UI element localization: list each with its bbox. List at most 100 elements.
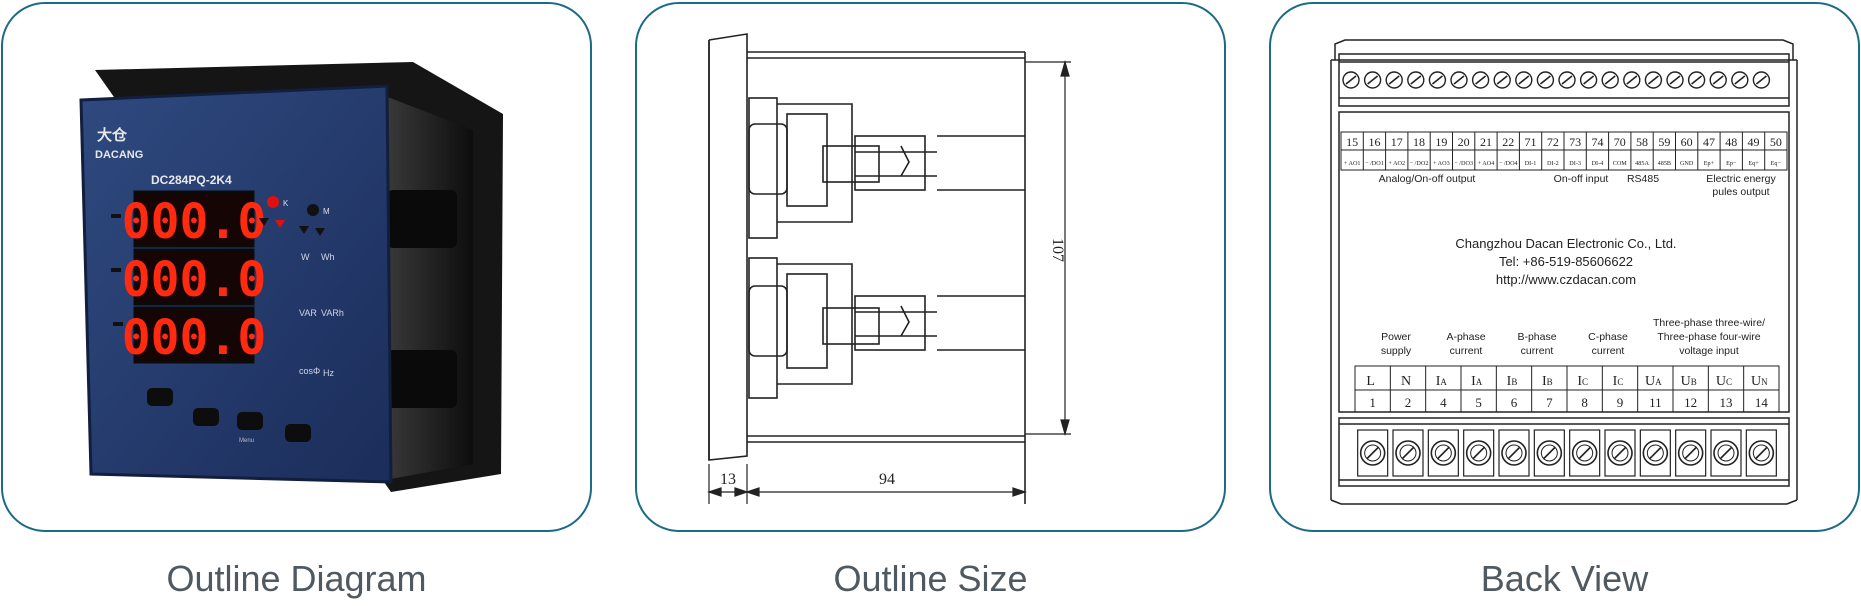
top-terminal-signal: DI-2 (1547, 160, 1559, 167)
bottom-terminal-signal: U (1751, 374, 1761, 389)
group-energy-label-2: pules output (1712, 186, 1769, 198)
bottom-terminal-subscript: A (1476, 377, 1483, 387)
bottom-terminal-number: 2 (1405, 395, 1412, 410)
key-button-4[interactable] (285, 424, 311, 442)
company-website: http://www.czdacan.com (1496, 272, 1636, 287)
bottom-terminal-number: 14 (1755, 395, 1769, 410)
display-row-3: 000.0 (122, 310, 267, 366)
bottom-terminal-number: 1 (1369, 395, 1376, 410)
c-phase-label-1: C-phase (1588, 331, 1628, 343)
bottom-terminal-subscript: N (1761, 377, 1768, 387)
bottom-terminal-subscript: B (1691, 377, 1697, 387)
caption-outline-size: Outline Size (833, 558, 1028, 599)
top-terminal-signal: − /DO1 (1365, 160, 1384, 167)
unit-wh: Wh (321, 252, 335, 262)
arrow-indicator-icon (315, 228, 325, 236)
svg-text:UN: UN (1751, 374, 1768, 389)
top-terminal-number: 72 (1547, 135, 1559, 149)
caption-back-view: Back View (1480, 558, 1649, 599)
top-terminal-signal: + AO4 (1478, 160, 1495, 167)
device-photo: 大仓 DACANG DC284PQ-2K4 000.0 000.0 000.0 … (79, 62, 503, 492)
arrow-indicator-icon (259, 218, 269, 226)
bottom-terminal-subscript: A (1440, 377, 1447, 387)
display-row-2: 000.0 (122, 252, 267, 308)
top-terminal-number: 16 (1368, 135, 1380, 149)
model-label: DC284PQ-2K4 (151, 173, 232, 187)
key-button-2[interactable] (193, 408, 219, 426)
bottom-terminal-signal: I (1471, 374, 1476, 389)
top-terminal-number: 22 (1502, 135, 1514, 149)
unit-hz: Hz (323, 368, 334, 378)
svg-text:UC: UC (1716, 374, 1732, 389)
top-terminal-signal: COM (1613, 160, 1628, 167)
k-indicator-icon (267, 196, 279, 208)
svg-text:IB: IB (1542, 374, 1553, 389)
top-terminal-signal: − /DO3 (1454, 160, 1473, 167)
a-phase-label-2: current (1450, 345, 1483, 357)
bottom-terminal-signal: L (1366, 374, 1375, 389)
top-terminal-number: 17 (1391, 135, 1403, 149)
top-terminal-number: 74 (1591, 135, 1603, 149)
outline-size-panel: 13 94 107 (635, 2, 1226, 532)
brand-en: DACANG (95, 149, 143, 161)
bottom-terminal-subscript: C (1582, 377, 1588, 387)
unit-w: W (301, 252, 310, 262)
group-analog-label: Analog/On-off output (1379, 173, 1476, 185)
height-dimension: 107 (1049, 238, 1066, 262)
menu-key-button[interactable] (237, 412, 263, 430)
m-indicator-label: M (323, 207, 330, 216)
display-row-1: 000.0 (122, 194, 267, 250)
key-button-1[interactable] (147, 388, 173, 406)
bottom-terminal-number: 12 (1684, 395, 1697, 410)
bottom-terminal-signal: U (1681, 374, 1691, 389)
top-terminal-number: 49 (1748, 135, 1760, 149)
svg-text:IA: IA (1436, 374, 1448, 389)
company-name: Changzhou Dacan Electronic Co., Ltd. (1455, 236, 1676, 251)
unit-cos: cosΦ (299, 366, 320, 376)
bottom-terminal-signal: I (1507, 374, 1512, 389)
svg-text:L: L (1366, 374, 1375, 389)
top-terminal-signal: + AO2 (1388, 160, 1405, 167)
bottom-terminal-number: 6 (1511, 395, 1518, 410)
top-terminal-number: 50 (1770, 135, 1782, 149)
voltage-label-1: Three-phase three-wire/ (1653, 317, 1765, 329)
bottom-terminal-signal: I (1436, 374, 1441, 389)
svg-text:IB: IB (1507, 374, 1518, 389)
bottom-terminal-number: 7 (1546, 395, 1553, 410)
company-tel: Tel: +86-519-85606622 (1499, 254, 1633, 269)
bottom-terminal-signal: I (1613, 374, 1618, 389)
top-terminal-signal: Eq− (1771, 160, 1782, 167)
arrow-indicator-icon (299, 226, 309, 234)
top-terminal-signal: 485A (1635, 160, 1649, 167)
svg-text:IC: IC (1613, 374, 1624, 389)
b-phase-label-2: current (1521, 345, 1554, 357)
svg-text:IC: IC (1577, 374, 1588, 389)
arrow-indicator-icon (275, 220, 285, 228)
top-terminal-signal: − /DO4 (1499, 160, 1518, 167)
outline-size-drawing: 13 94 107 (707, 33, 1071, 504)
brand-cn: 大仓 (97, 126, 128, 144)
front-thickness-dimension: 13 (720, 471, 736, 488)
k-indicator-label: K (283, 199, 289, 208)
top-terminal-signal: Ep− (1726, 160, 1737, 167)
group-energy-label-1: Electric energy (1706, 173, 1776, 185)
top-terminal-signal: DI-3 (1569, 160, 1581, 167)
power-label-2: supply (1381, 345, 1412, 357)
top-terminal-number: 58 (1636, 135, 1648, 149)
outline-diagram-panel: 大仓 DACANG DC284PQ-2K4 000.0 000.0 000.0 … (1, 2, 592, 532)
top-terminal-signal: Ep+ (1704, 160, 1715, 167)
top-terminal-number: 21 (1480, 135, 1492, 149)
top-terminal-number: 47 (1703, 135, 1715, 149)
bottom-terminal-number: 13 (1720, 395, 1733, 410)
bottom-terminal-number: 5 (1475, 395, 1482, 410)
depth-dimension: 94 (879, 471, 895, 488)
bottom-terminal-signal: U (1716, 374, 1726, 389)
top-terminal-signal: GND (1680, 160, 1694, 167)
caption-outline-diagram: Outline Diagram (166, 558, 427, 599)
unit-varh: VARh (321, 308, 344, 318)
top-terminal-number: 71 (1525, 135, 1537, 149)
top-terminal-signal: DI-4 (1592, 160, 1604, 167)
a-phase-label-1: A-phase (1446, 331, 1485, 343)
top-terminal-number: 20 (1458, 135, 1470, 149)
